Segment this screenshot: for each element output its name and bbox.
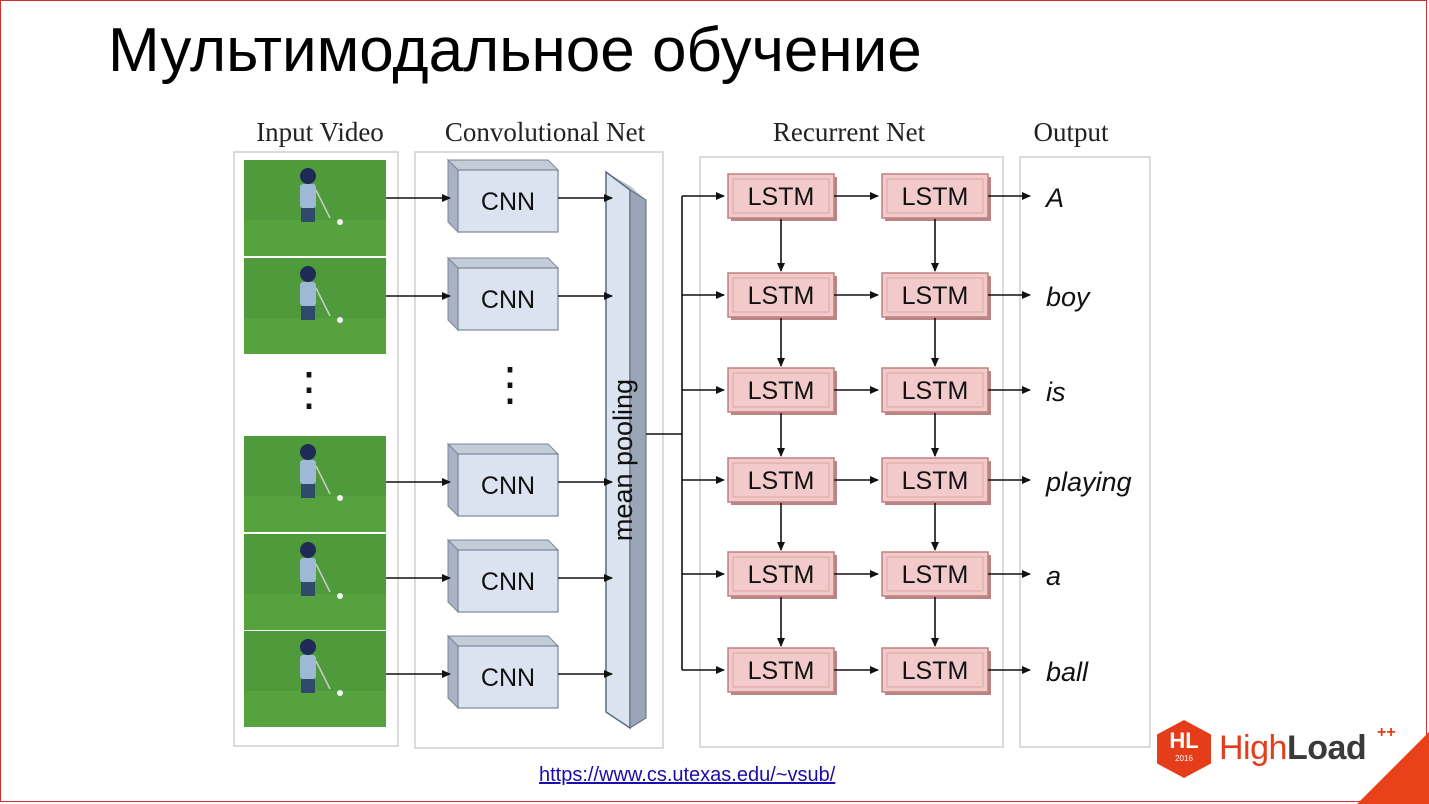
output-word: a [1046,561,1061,591]
video-frame [244,160,386,256]
logo-wordmark: HighLoad [1219,728,1367,768]
output-word: ball [1046,657,1089,687]
mean-pooling-label: mean pooling [608,379,638,541]
lstm-label: LSTM [902,657,969,685]
cnn-label: CNN [481,664,535,692]
lstm-label: LSTM [902,467,969,495]
logo-word-load: Load [1286,729,1367,767]
lstm-cell: LSTM [727,173,837,221]
child-body [300,558,316,582]
lstm-cell: LSTM [727,551,837,599]
mean-pooling-layer-edge [629,189,647,729]
corner-decoration [1357,732,1429,804]
child-head [300,168,316,184]
header-convolutional-net: Convolutional Net [445,117,646,147]
lstm-cell: LSTM [881,367,991,415]
lstm-label: LSTM [748,282,815,310]
output-word: A [1044,183,1064,213]
video-frame [244,534,386,630]
golf-ball [337,593,343,599]
logo-hexagon [1157,720,1211,778]
highload-logo: HL 2016 HighLoad ++ [1157,718,1407,778]
child-body [300,282,316,306]
lstm-cell: LSTM [727,272,837,320]
child-body [300,460,316,484]
connection-arrows [386,192,1031,678]
child-head [300,542,316,558]
lstm-label: LSTM [748,377,815,405]
header-recurrent-net: Recurrent Net [773,117,926,147]
cnn-label: CNN [481,286,535,314]
child-head [300,444,316,460]
lstm-cell: LSTM [881,457,991,505]
lstm-cell: LSTM [881,551,991,599]
header-output: Output [1033,117,1109,147]
lstm-cell: LSTM [727,367,837,415]
logo-year: 2016 [1175,754,1193,763]
lstm-cell: LSTM [881,647,991,695]
child-body [300,184,316,208]
video-frames [244,160,386,727]
lstm-label: LSTM [902,561,969,589]
golf-club [315,563,331,593]
cnn-label: CNN [481,188,535,216]
child-body [300,655,316,679]
golf-club [315,287,331,317]
lstm-label: LSTM [902,183,969,211]
cnn-label: CNN [481,568,535,596]
logo-plus: ++ [1377,724,1396,741]
lstm-cell: LSTM [881,272,991,320]
video-frame [244,436,386,532]
golf-ball [337,690,343,696]
frames-ellipsis: ⋮ [286,363,332,415]
cnn-block: CNN [446,256,560,332]
child-head [300,266,316,282]
golf-club [315,465,331,495]
cnn-block: CNN [446,634,560,710]
logo-word-high: High [1219,729,1287,767]
lstm-label: LSTM [748,561,815,589]
output-word: boy [1046,282,1091,312]
lstm-label: LSTM [748,467,815,495]
output-word: playing [1045,467,1132,497]
lstm-grid: LSTM LSTM LSTM LSTM LSTM LSTM LSTM LSTM LSTM LSTM… [727,173,991,695]
cnn-block: CNN [446,538,560,614]
video-frame [244,631,386,727]
lstm-label: LSTM [902,377,969,405]
lstm-label: LSTM [902,282,969,310]
cnn-ellipsis: ⋮ [487,358,533,410]
lstm-cell: LSTM [881,173,991,221]
cnn-block: CNN [446,442,560,518]
cnn-blocks: CNN CNN CNN CNN CNN [446,158,560,710]
golf-club [315,660,331,690]
golf-ball [337,495,343,501]
output-panel [1019,156,1151,748]
logo-mark: HL [1169,728,1199,753]
cnn-label: CNN [481,472,535,500]
golf-club [315,189,331,219]
lstm-label: LSTM [748,183,815,211]
golf-ball [337,317,343,323]
lstm-cell: LSTM [727,457,837,505]
video-frame [244,258,386,354]
golf-ball [337,219,343,225]
cnn-block: CNN [446,158,560,234]
slide-title: Мультимодальное обучение [108,16,922,85]
lstm-label: LSTM [748,657,815,685]
child-head [300,639,316,655]
output-word: is [1046,377,1066,407]
source-link[interactable]: https://www.cs.utexas.edu/~vsub/ [539,764,836,786]
header-input-video: Input Video [256,117,384,147]
lstm-cell: LSTM [727,647,837,695]
